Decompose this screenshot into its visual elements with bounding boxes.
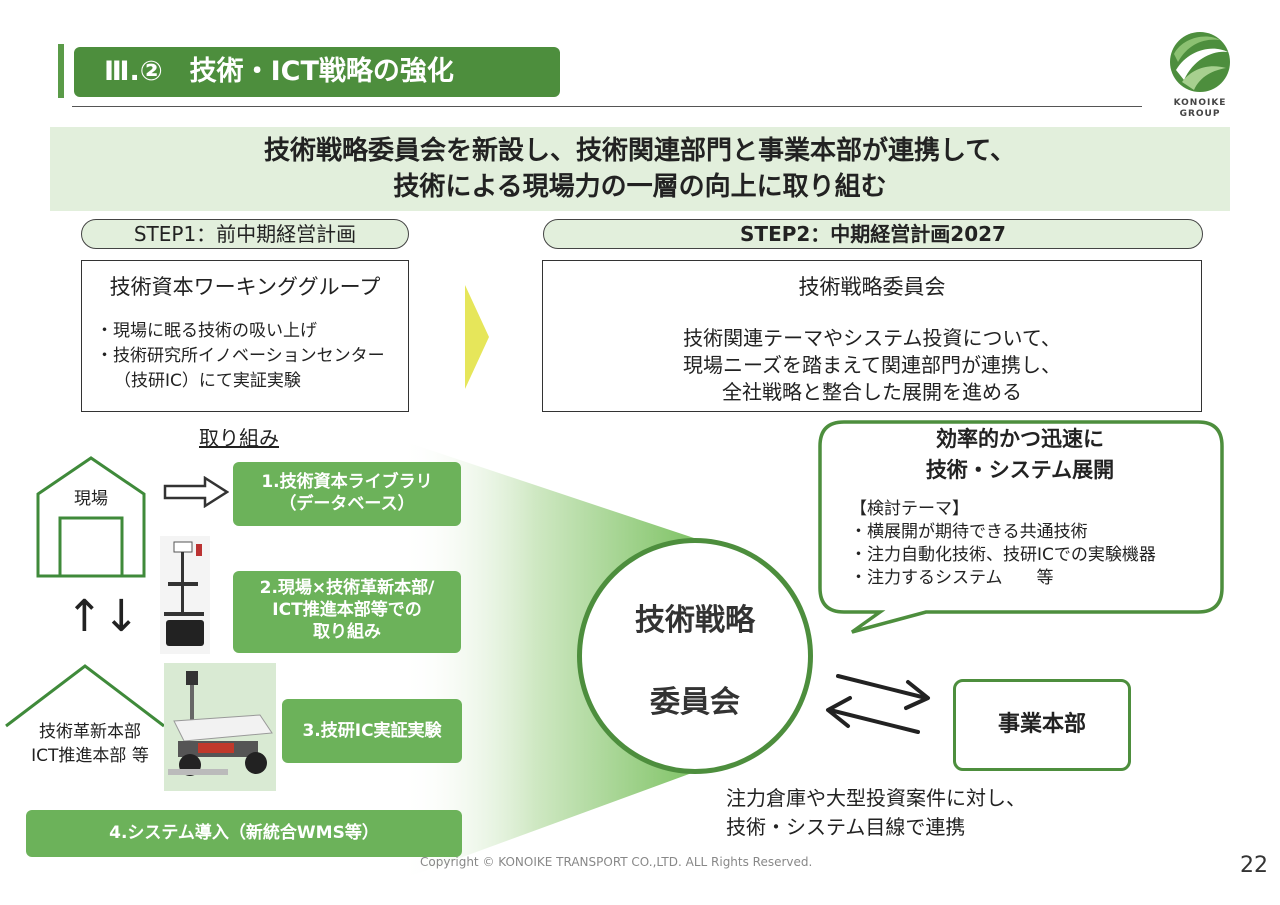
step2-line-1: 技術関連テーマやシステム投資について、: [683, 326, 1061, 350]
page-number: 22: [1240, 853, 1268, 878]
bubble-item-2: ・注力自動化技術、技研ICでの実験機器: [850, 545, 1156, 565]
committee-line-2: 委員会: [650, 685, 740, 720]
bubble-body: 【検討テーマ】 ・横展開が期待できる共通技術 ・注力自動化技術、技研ICでの実験…: [820, 498, 1220, 590]
headline-line-1: 技術戦略委員会を新設し、技術関連部門と事業本部が連携して、: [264, 136, 1016, 166]
copyright: Copyright © KONOIKE TRANSPORT CO.,LTD. A…: [420, 855, 813, 869]
hq-label: 技術革新本部 ICT推進本部 等: [10, 720, 170, 768]
step1-item-1: ・現場に眠る技術の吸い上げ: [96, 321, 317, 341]
updown-arrows-icon: ↑↓: [66, 591, 140, 642]
bubble-title-2: 技術・システム展開: [925, 458, 1115, 482]
header-divider: [72, 106, 1142, 107]
action-2-line-3: 取り組み: [313, 622, 381, 642]
action-2-line-1: 2.現場×技術革新本部/: [259, 578, 435, 598]
action-1-line-1: 1.技術資本ライブラリ: [261, 472, 433, 492]
bubble-content: 効率的かつ迅速に 技術・システム展開 【検討テーマ】 ・横展開が期待できる共通技…: [820, 424, 1220, 590]
right-arrow-icon: [163, 476, 229, 508]
funnel-gradient: [400, 440, 700, 880]
konoike-logo-icon: [1170, 32, 1230, 92]
headline-banner: 技術戦略委員会を新設し、技術関連部門と事業本部が連携して、 技術による現場力の一…: [50, 127, 1230, 211]
initiatives-heading: 取り組み: [199, 426, 279, 450]
logo-text-konoike: KONOIKE: [1173, 98, 1227, 108]
header-accent-bar: [58, 44, 64, 98]
step-arrow-icon: [465, 285, 489, 389]
genba-house-icon: [36, 456, 146, 578]
action-1-line-2: （データベース）: [279, 494, 415, 514]
genba-label: 現場: [74, 489, 108, 509]
logo-text-group: GROUP: [1179, 109, 1221, 119]
step1-box-title: 技術資本ワーキンググループ: [109, 275, 381, 299]
committee-line-1: 技術戦略: [635, 603, 755, 638]
step1-box: 技術資本ワーキンググループ ・現場に眠る技術の吸い上げ ・技術研究所イノベーショ…: [81, 260, 409, 412]
hq-label-line-1: 技術革新本部: [39, 722, 141, 742]
collaboration-note: 注力倉庫や大型投資案件に対し、 技術・システム目線で連携: [726, 784, 1026, 842]
bubble-theme-heading: 【検討テーマ】: [850, 499, 969, 519]
hq-house-icon: [5, 664, 165, 728]
step2-box: 技術戦略委員会 技術関連テーマやシステム投資について、 現場ニーズを踏まえて関連…: [542, 260, 1202, 412]
step1-label: STEP1：前中期経営計画: [81, 219, 409, 249]
action-2-line-2: ICT推進本部等での: [272, 600, 422, 620]
step1-item-2: ・技術研究所イノベーションセンター（技研IC）にて実証実験: [96, 346, 385, 391]
step2-box-title: 技術戦略委員会: [798, 275, 946, 299]
robot-cart-image: [160, 536, 210, 654]
step2-line-2: 現場ニーズを踏まえて関連部門が連携し、: [683, 353, 1061, 377]
bubble-title-1: 効率的かつ迅速に: [936, 427, 1104, 451]
step2-line-3: 全社戦略と整合した展開を進める: [722, 380, 1022, 404]
robot-vehicle-image: [164, 663, 276, 791]
headline-line-2: 技術による現場力の一層の向上に取り組む: [393, 172, 887, 202]
company-logo: KONOIKE GROUP: [1160, 30, 1240, 120]
page-title: Ⅲ.② 技術・ICT戦略の強化: [74, 47, 560, 97]
step2-label: STEP2：中期経営計画2027: [543, 219, 1203, 249]
speech-bubble: [818, 420, 1224, 634]
action-3-lab-trial: 3.技研IC実証実験: [282, 699, 462, 763]
business-division-box: 事業本部: [953, 679, 1131, 771]
action-2-field-collab: 2.現場×技術革新本部/ ICT推進本部等での 取り組み: [233, 571, 461, 653]
action-4-system-intro: 4.システム導入（新統合WMS等）: [26, 810, 462, 857]
bubble-item-1: ・横展開が期待できる共通技術: [850, 522, 1088, 542]
note-line-1: 注力倉庫や大型投資案件に対し、: [726, 786, 1026, 810]
hq-label-line-2: ICT推進本部 等: [31, 746, 149, 766]
bubble-item-3: ・注力するシステム 等: [850, 568, 1054, 588]
committee-circle: 技術戦略 委員会: [577, 538, 813, 774]
exchange-arrows-icon: [826, 674, 930, 734]
action-1-tech-library: 1.技術資本ライブラリ （データベース）: [233, 462, 461, 526]
note-line-2: 技術・システム目線で連携: [726, 815, 966, 839]
